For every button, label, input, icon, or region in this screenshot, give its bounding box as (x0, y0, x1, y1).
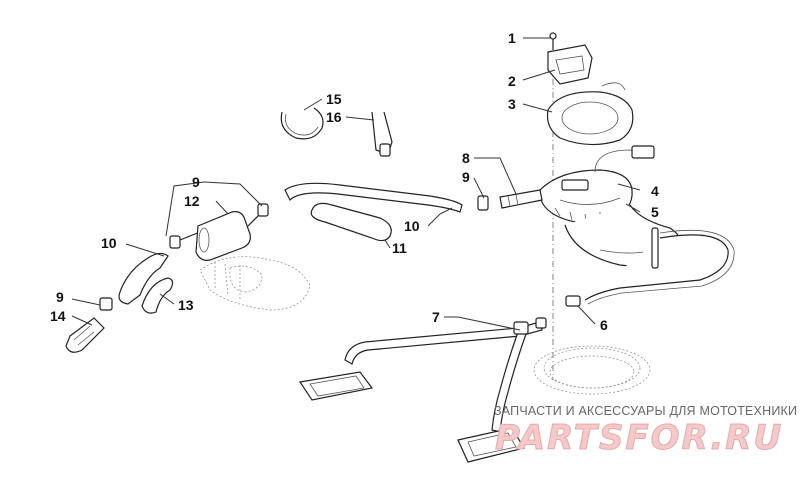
callout-15: 15 (326, 91, 342, 107)
leader-lines (71, 37, 641, 331)
gasket-plate (546, 82, 634, 146)
watermark-tagline: ЗАПЧАСТИ И АКСЕССУАРЫ ДЛЯ МОТОТЕХНИКИ (494, 404, 798, 418)
hose-ring-center (477, 195, 489, 211)
callout-5: 5 (651, 204, 659, 220)
callout-9-top: 9 (192, 174, 200, 190)
return-hose (584, 227, 735, 305)
callout-10-left: 10 (101, 235, 117, 251)
quick-connector (65, 317, 105, 353)
vent-hose-assembly (298, 317, 547, 463)
fuel-hose-upper (284, 182, 463, 213)
hose-ring-left (99, 297, 113, 311)
callout-9-left: 9 (56, 289, 64, 305)
callout-4: 4 (651, 183, 659, 199)
watermark-logo: PARTSFOR.RU (494, 418, 784, 459)
fuel-filter (169, 203, 269, 261)
callout-7: 7 (432, 309, 440, 325)
hose-clamp-strap (371, 111, 393, 157)
callout-9-center: 9 (462, 169, 470, 185)
callout-14: 14 (50, 308, 66, 324)
bracket-clamp (547, 44, 593, 85)
callout-1: 1 (508, 30, 516, 46)
callout-3: 3 (508, 96, 516, 112)
callout-6: 6 (600, 317, 608, 333)
fuel-hose-lower (118, 252, 169, 305)
callout-10-center: 10 (404, 218, 420, 234)
callout-12: 12 (184, 193, 200, 209)
hose-clip-ring (280, 107, 324, 140)
callout-8: 8 (462, 150, 470, 166)
fuel-hose-elbow (141, 277, 174, 314)
callout-11: 11 (392, 240, 407, 256)
screw (549, 32, 557, 50)
fuel-hose-short (310, 202, 392, 242)
callout-16: 16 (326, 109, 342, 125)
hose-fitting-6 (565, 295, 581, 307)
callout-13: 13 (178, 297, 194, 313)
callout-2: 2 (508, 73, 516, 89)
intake-ghost-outline (199, 256, 311, 311)
fitting-elbow (499, 189, 543, 209)
tank-flange-ghost (533, 345, 651, 395)
callout-labels: 1 2 3 4 5 6 7 8 9 9 9 10 10 11 12 13 14 … (50, 30, 659, 333)
